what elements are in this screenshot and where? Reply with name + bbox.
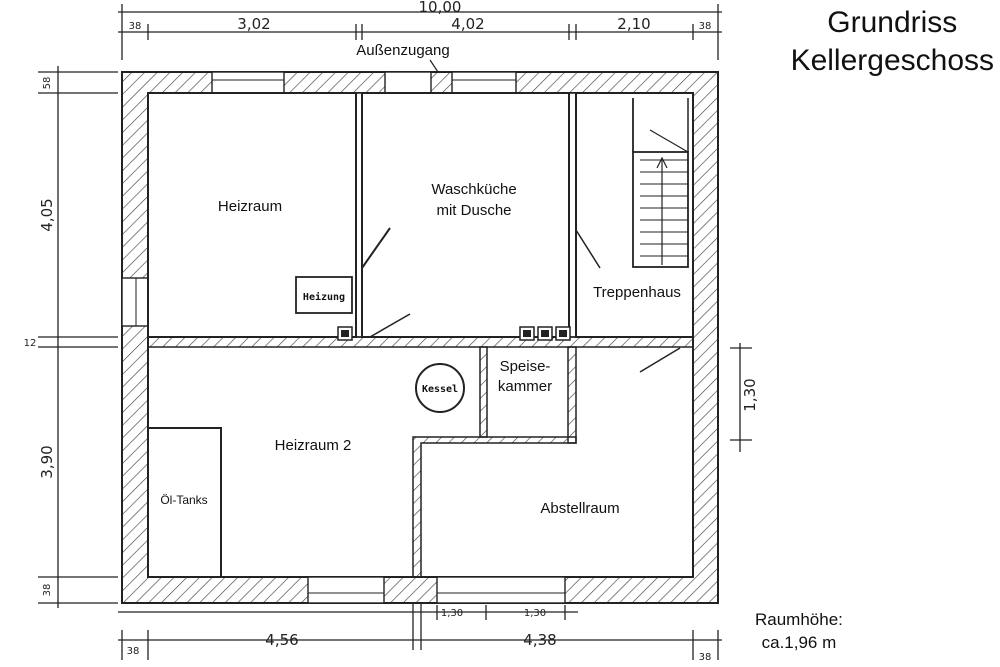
label-speise-2: kammer [498, 378, 552, 395]
dim-left [38, 66, 118, 608]
window-bottom-1 [307, 576, 385, 604]
dim-top-38-right: 38 [699, 21, 712, 32]
dim-top-38-left: 38 [129, 21, 142, 32]
room-waschkueche [361, 92, 570, 338]
plan-title-line2: Kellergeschoss [790, 44, 994, 77]
room-height-value: ca.1,96 m [761, 633, 837, 652]
wall-speise-right [567, 346, 577, 444]
wall-speise-left [479, 346, 488, 438]
dim-top [118, 4, 722, 60]
label-treppenhaus: Treppenhaus [593, 284, 681, 301]
dim-left-58: 58 [42, 77, 53, 90]
door-abstellraum [639, 347, 681, 373]
dim-right-130: 1,30 [741, 378, 759, 411]
heizung-box [295, 276, 353, 314]
label-waschkueche-1: Waschküche [431, 181, 516, 198]
staircase [632, 98, 689, 268]
door-heizraum [361, 227, 391, 269]
dim-bottom-38-left: 38 [127, 646, 140, 657]
dim-top-210: 2,10 [617, 15, 650, 33]
label-heizung: Heizung [303, 291, 345, 303]
wall-middle-horizontal [147, 336, 694, 348]
dim-top-total: 10,00 [419, 0, 462, 16]
room-treppenhaus [575, 92, 694, 338]
window-bottom-2 [436, 576, 566, 604]
wall-waschkueche-treppe [568, 92, 577, 338]
dim-top-302: 3,02 [237, 15, 270, 33]
dim-bottom-456: 4,56 [265, 631, 298, 649]
room-height-note: Raumhöhe: ca.1,96 m [755, 608, 843, 654]
door-treppe [575, 229, 601, 269]
window-top-2 [451, 71, 517, 94]
label-waschkueche-2: mit Dusche [436, 202, 511, 219]
dim-right [730, 343, 752, 452]
dim-left-12: 12 [24, 338, 37, 349]
dim-bottom-38-right: 38 [699, 652, 712, 663]
dim-bottom-438: 4,38 [523, 631, 556, 649]
dim-left-38: 38 [42, 584, 53, 597]
aussenzugang-pointer [429, 59, 439, 73]
kessel-circle [415, 363, 465, 413]
label-heizraum: Heizraum [218, 198, 282, 215]
door-waschkueche [369, 313, 411, 338]
window-top-1 [211, 71, 285, 94]
label-kessel: Kessel [422, 384, 458, 395]
oil-tank-box [147, 427, 222, 578]
dim-bottom-130b: 1,30 [524, 608, 546, 619]
dim-left-405: 4,05 [38, 198, 56, 231]
plan-title: Grundriss Kellergeschoss [791, 4, 994, 80]
room-height-label: Raumhöhe: [755, 610, 843, 629]
plan-title-line1: Grundriss [827, 6, 958, 39]
label-speise-1: Speise- [500, 358, 551, 375]
dim-top-402: 4,02 [451, 15, 484, 33]
label-oeltanks: Öl-Tanks [160, 493, 207, 507]
dim-bottom-130a: 1,30 [441, 608, 463, 619]
wall-heizraum2-abstell [412, 436, 577, 578]
label-abstellraum: Abstellraum [540, 500, 619, 517]
label-aussenzugang: Außenzugang [356, 42, 449, 59]
dim-left-390: 3,90 [38, 445, 56, 478]
room-heizraum [147, 92, 357, 338]
dim-bottom [118, 603, 722, 660]
door-top-aussenzugang [384, 71, 432, 94]
label-heizraum2: Heizraum 2 [275, 437, 352, 454]
window-left [121, 277, 149, 327]
